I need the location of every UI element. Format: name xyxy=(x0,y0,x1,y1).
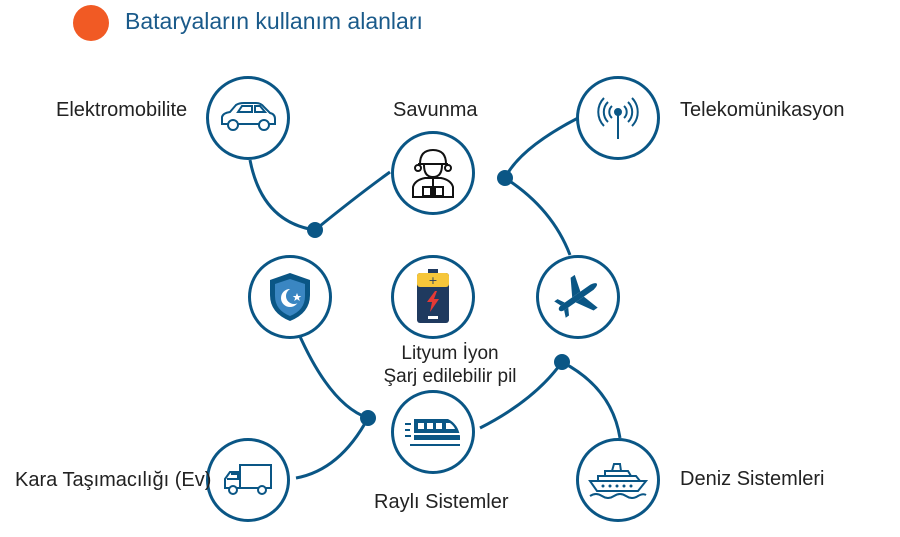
node-telekom xyxy=(576,76,660,160)
center-label-line1: Lityum İyon xyxy=(401,343,499,364)
label-sea: Deniz Sistemleri xyxy=(680,468,825,490)
label-rail: Raylı Sistemler xyxy=(374,491,509,513)
node-road xyxy=(206,438,290,522)
truck-icon xyxy=(224,464,272,495)
node-sea xyxy=(576,438,660,522)
page-title: Bataryaların kullanım alanları xyxy=(125,8,423,34)
junction-dot xyxy=(307,222,323,238)
soldier-icon xyxy=(412,148,454,198)
shield-icon xyxy=(270,273,310,321)
svg-text:+: + xyxy=(428,274,437,287)
antenna-icon xyxy=(597,97,639,139)
node-shield xyxy=(248,255,332,339)
ship-icon xyxy=(588,463,648,499)
train-icon xyxy=(405,419,460,446)
center-label: Lityum İyon Şarj edilebilir pil xyxy=(360,342,540,388)
node-rail xyxy=(391,390,475,474)
airplane-icon xyxy=(554,275,598,318)
label-road: Kara Taşımacılığı (Ev) xyxy=(15,469,212,491)
car-icon xyxy=(221,102,276,131)
connector-telekom-air xyxy=(503,116,579,256)
label-telekom: Telekomünikasyon xyxy=(680,99,845,121)
node-lityum-iyon: + xyxy=(391,255,475,339)
connector-car-savunma xyxy=(248,159,391,232)
junction-dot xyxy=(554,354,570,370)
connector-shield-road xyxy=(295,331,371,480)
junction-dot xyxy=(360,410,376,426)
center-label-line2: Şarj edilebilir pil xyxy=(383,366,517,387)
node-air xyxy=(536,255,620,339)
node-elektromobilite xyxy=(206,76,290,160)
node-savunma xyxy=(391,131,475,215)
title-bullet-dot xyxy=(73,5,109,41)
battery-icon: + xyxy=(417,269,449,323)
label-savunma: Savunma xyxy=(393,99,478,121)
label-elektromobilite: Elektromobilite xyxy=(56,99,188,121)
junction-dot xyxy=(497,170,513,186)
